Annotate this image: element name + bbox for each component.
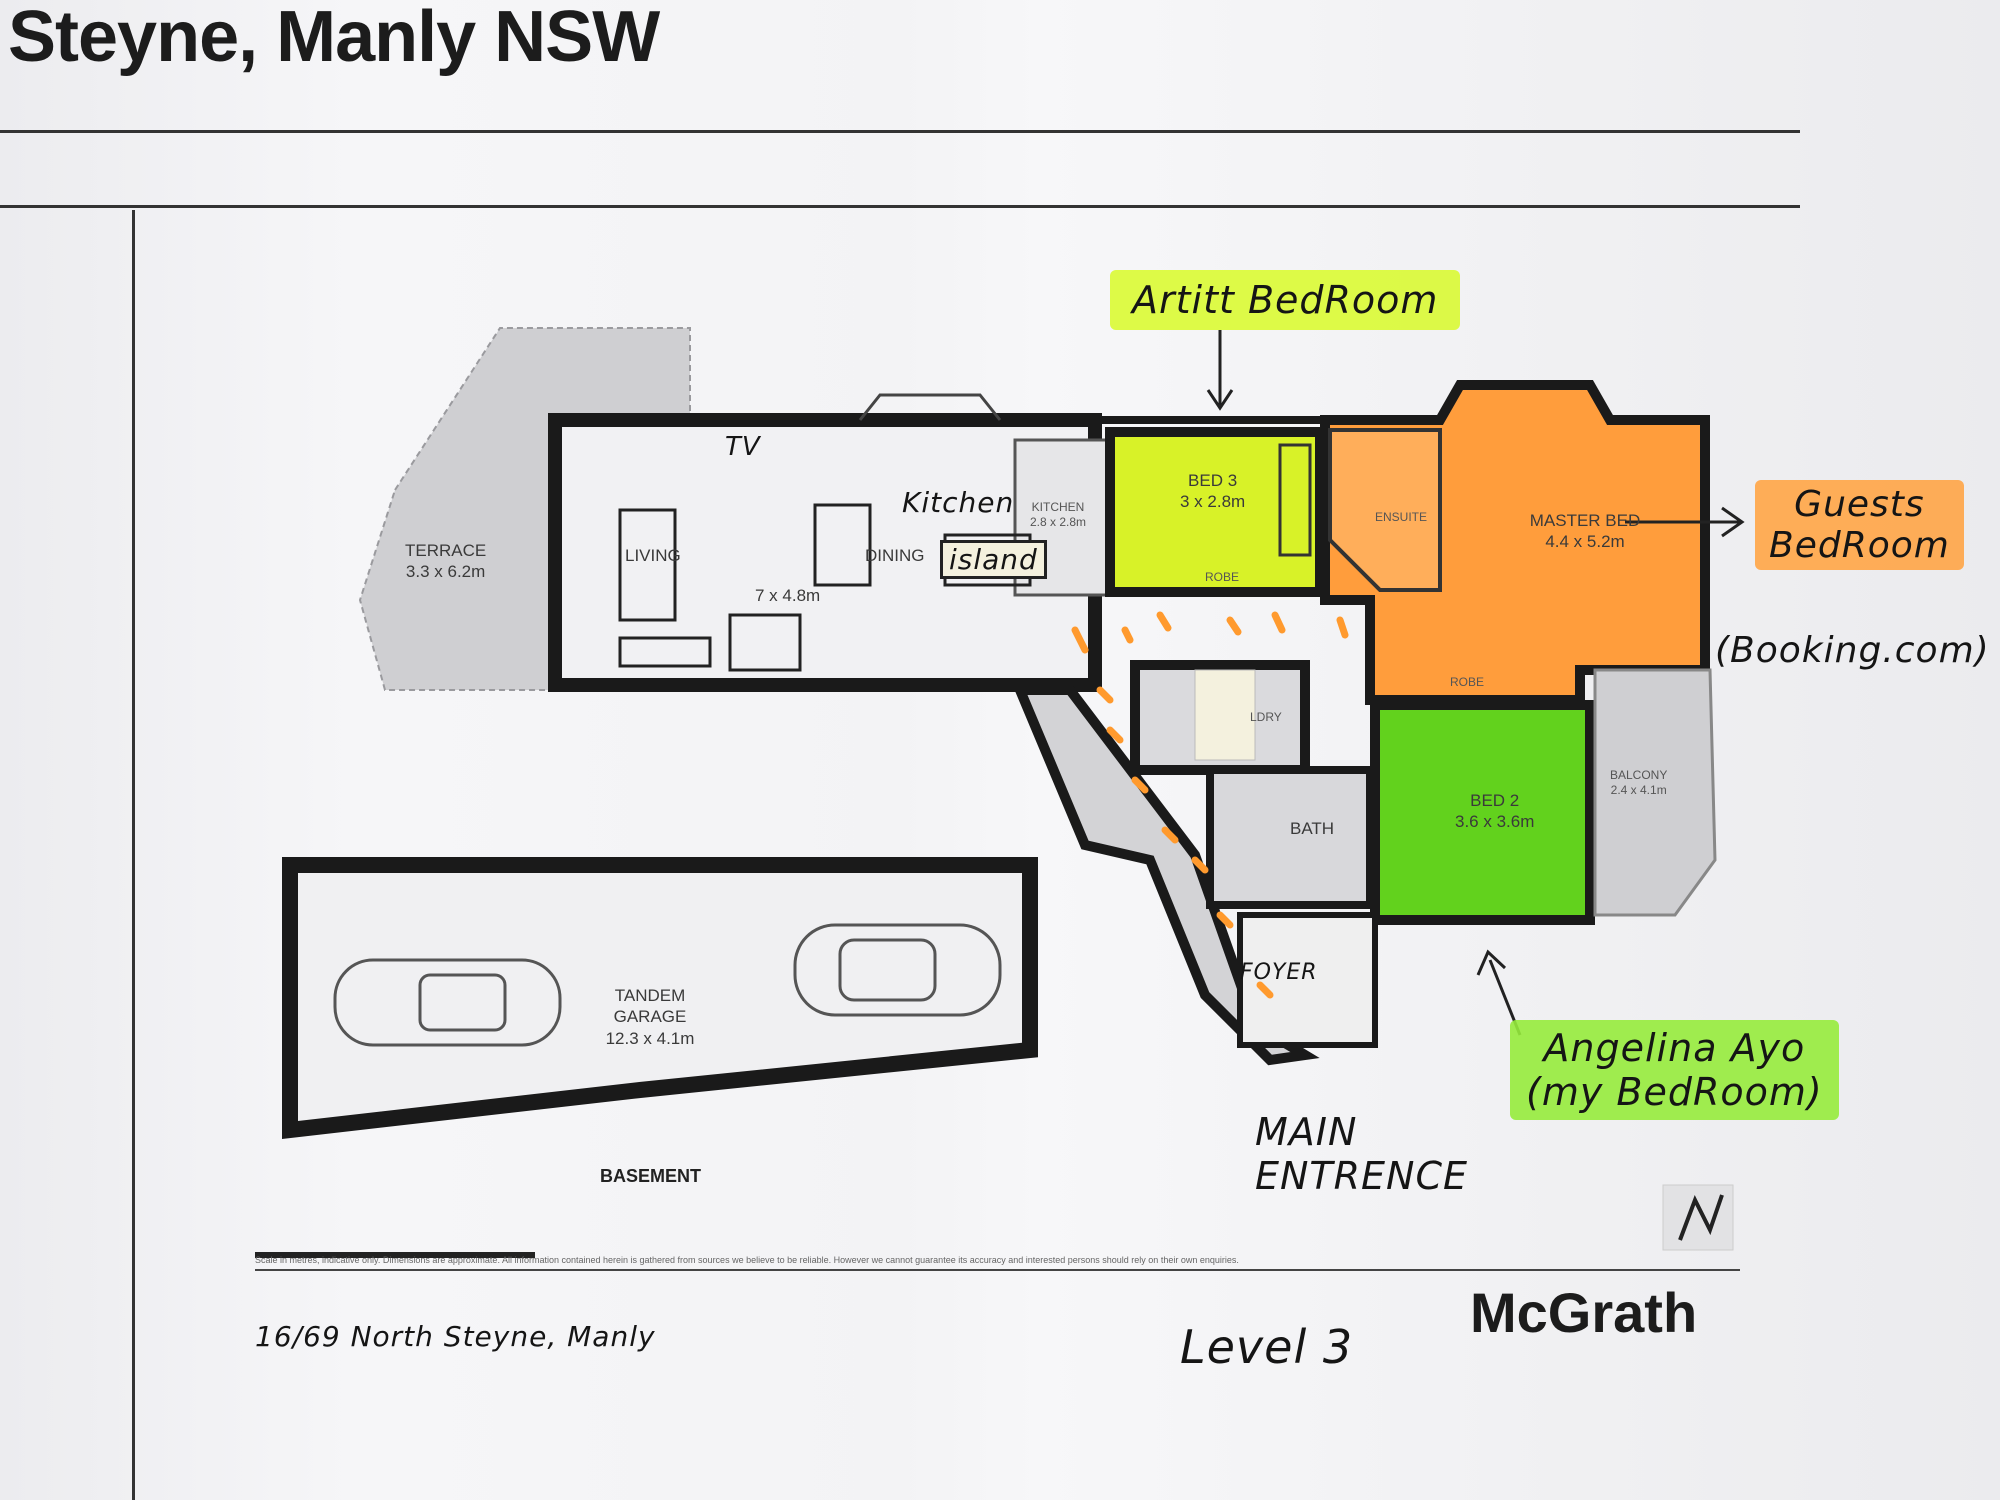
laundry-label: LDRY [1250, 710, 1282, 724]
bay-window [858, 393, 1002, 421]
car-right-icon [793, 923, 1002, 1017]
dining-label: DINING [865, 546, 925, 565]
balcony-area [1593, 668, 1717, 917]
north-arrow-icon [1662, 1184, 1734, 1251]
kitchen-annotation: Kitchen [902, 486, 1015, 519]
living-size-label: 7 x 4.8m [755, 586, 821, 605]
living-label: LIVING [625, 546, 681, 565]
mcgrath-logo: McGrath [1470, 1281, 1698, 1344]
master-robe-label: ROBE [1450, 675, 1485, 689]
page-title: Steyne, Manly NSW [8, 0, 660, 77]
hallway-highlight-marks [1071, 611, 1349, 999]
basement-label: BASEMENT [600, 1166, 702, 1186]
foyer-room [1237, 912, 1378, 1048]
angelina-bedroom-annotation: Angelina Ayo (my BedRoom) [1510, 1020, 1839, 1120]
bath-label: BATH [1290, 819, 1335, 838]
artist-bedroom-annotation: Artitt BedRoom [1110, 270, 1461, 330]
island-annotation: island [940, 540, 1047, 579]
tv-annotation: TV [725, 432, 761, 462]
main-entrance-annotation: MAIN ENTRENCE [1255, 1110, 1469, 1198]
address-annotation: 16/69 North Steyne, Manly [255, 1320, 656, 1353]
disclaimer-text: Scale in metres, indicative only. Dimens… [255, 1255, 1239, 1265]
header-rule [0, 130, 1800, 133]
left-margin-rule [132, 210, 135, 1500]
foyer-annotation: FOYER [1240, 960, 1318, 985]
car-left-icon [333, 958, 562, 1047]
guests-bedroom-annotation: Guests BedRoom [1755, 480, 1964, 570]
tandem-garage [282, 857, 1038, 1139]
bed3-robe-label: ROBE [1205, 570, 1240, 584]
ensuite-room [1328, 428, 1442, 592]
bed2-room [1370, 700, 1595, 925]
ensuite-label: ENSUITE [1375, 510, 1428, 524]
header-rule-2 [0, 205, 1800, 208]
booking-annotation: (Booking.com) [1715, 630, 1990, 671]
level-annotation: Level 3 [1180, 1320, 1354, 1374]
bed3-room [1105, 427, 1325, 597]
